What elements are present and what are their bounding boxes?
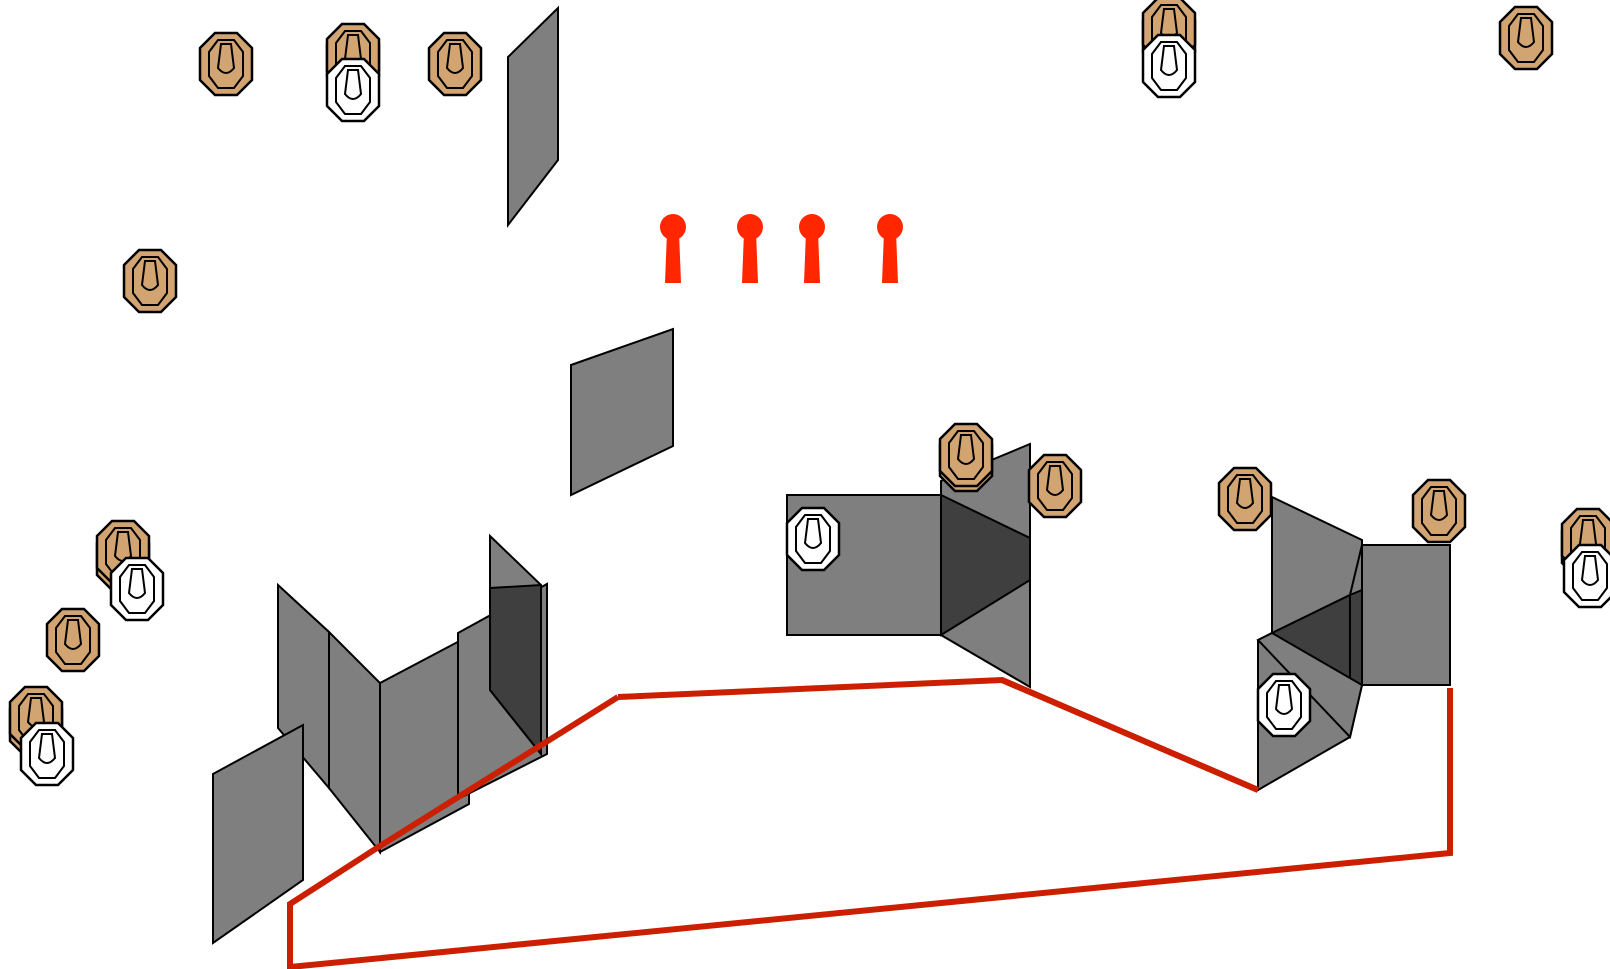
steel-popper-icon — [737, 214, 763, 283]
octagon-paper-target-icon — [938, 422, 994, 488]
wall-panel — [212, 723, 304, 945]
wall-panel — [328, 629, 381, 855]
steel-popper-icon — [799, 214, 825, 283]
steel-popper-icon — [877, 214, 903, 283]
fault-line — [287, 688, 1453, 969]
wall-panel — [379, 634, 470, 854]
octagon-paper-target-icon — [1027, 453, 1083, 519]
octagon-paper-target-icon — [198, 31, 254, 97]
octagon-paper-target-icon — [1498, 5, 1554, 71]
fault-line — [1000, 677, 1260, 793]
wall-panel — [1256, 631, 1364, 740]
steel-popper-icon — [660, 214, 686, 283]
octagon-paper-target-icon — [1411, 478, 1467, 544]
octagon-paper-target-icon — [122, 248, 178, 314]
wall-overlap-shadow — [940, 493, 1031, 637]
wall-panel — [507, 5, 559, 228]
octagon-no-shoot-target-icon — [1562, 543, 1610, 609]
wall-overlap-shadow — [489, 583, 542, 757]
wall-panel — [570, 327, 674, 497]
octagon-no-shoot-target-icon — [19, 721, 75, 787]
no-shoot-targets — [19, 33, 1610, 787]
wall-panel — [1361, 544, 1451, 686]
octagon-no-shoot-target-icon — [785, 506, 841, 572]
octagon-no-shoot-target-icon — [325, 57, 381, 123]
octagon-paper-target-icon — [1217, 466, 1273, 532]
octagon-paper-target-icon — [45, 607, 101, 673]
octagon-no-shoot-target-icon — [1141, 33, 1197, 99]
fault-line — [617, 676, 1260, 793]
wall-overlap-shadow — [1349, 588, 1363, 686]
octagon-no-shoot-target-icon — [1256, 672, 1312, 738]
wall-panels — [212, 5, 1451, 945]
steel-poppers — [660, 214, 903, 283]
octagon-no-shoot-target-icon — [109, 556, 165, 622]
octagon-paper-target-icon — [427, 31, 483, 97]
